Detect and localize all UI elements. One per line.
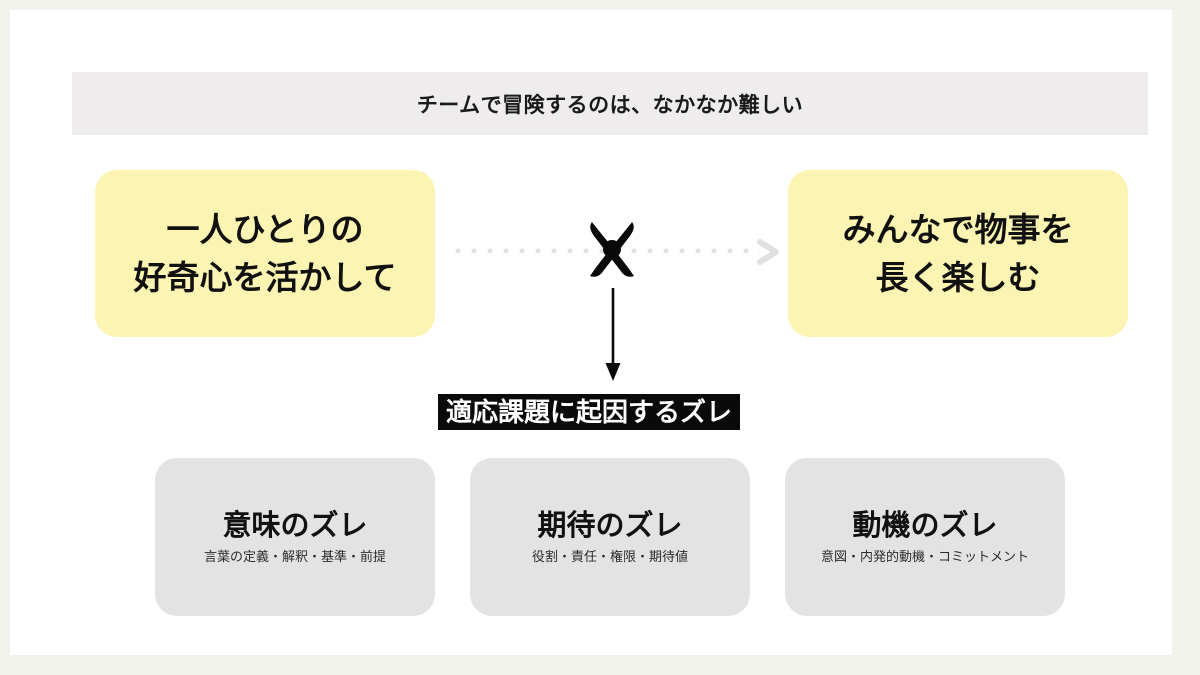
banner-label: 適応課題に起因するズレ bbox=[438, 394, 741, 430]
arrow-down-icon bbox=[605, 288, 621, 381]
x-mark-icon bbox=[590, 222, 634, 277]
gap-card-meaning: 意味のズレ 言葉の定義・解釈・基準・前提 bbox=[155, 458, 435, 616]
gap-card-title: 期待のズレ bbox=[537, 509, 683, 542]
start-state-line-1: 一人ひとりの bbox=[166, 211, 364, 249]
gap-card-subtitle: 言葉の定義・解釈・基準・前提 bbox=[203, 548, 386, 564]
gap-card-title: 動機のズレ bbox=[852, 509, 998, 542]
header-band: チームで冒険するのは、なかなか難しい bbox=[72, 72, 1148, 135]
start-state-box: 一人ひとりの 好奇心を活かして bbox=[95, 170, 435, 337]
goal-state-line-2: 長く楽しむ bbox=[875, 258, 1041, 296]
gap-card-list: 意味のズレ 言葉の定義・解釈・基準・前提 期待のズレ 役割・責任・権限・期待値 … bbox=[155, 458, 1065, 616]
goal-state-line-1: みんなで物事を bbox=[842, 211, 1074, 249]
page-title: チームで冒険するのは、なかなか難しい bbox=[416, 93, 804, 117]
gap-card-motivation: 動機のズレ 意図・内発的動機・コミットメント bbox=[785, 458, 1065, 616]
goal-state-box: みんなで物事を 長く楽しむ bbox=[788, 170, 1128, 337]
start-state-line-2: 好奇心を活かして bbox=[133, 258, 397, 296]
gap-card-subtitle: 役割・責任・権限・期待値 bbox=[531, 548, 688, 564]
banner-label-text: 適応課題に起因するズレ bbox=[446, 397, 733, 427]
slide-canvas: チームで冒険するのは、なかなか難しい 一人ひとりの 好奇心を活かして みんなで物… bbox=[10, 10, 1172, 655]
gap-card-expectation: 期待のズレ 役割・責任・権限・期待値 bbox=[470, 458, 750, 616]
gap-card-title: 意味のズレ bbox=[222, 509, 368, 542]
gap-card-subtitle: 意図・内発的動機・コミットメント bbox=[820, 548, 1029, 564]
arrow-right-icon bbox=[757, 239, 779, 265]
